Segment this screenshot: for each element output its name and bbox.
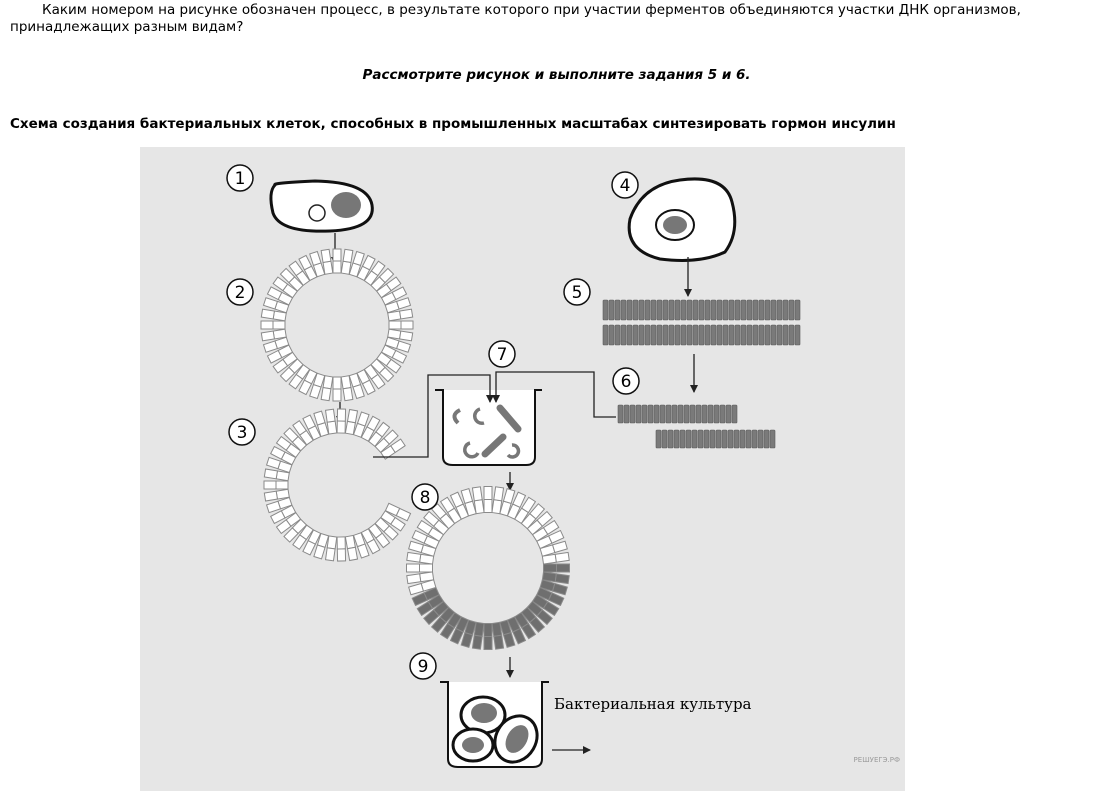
scheme-diagram: 1 2 3 4 5 6 7 8 9 Бактериальная культура… xyxy=(226,164,900,768)
recombinant-plasmid xyxy=(406,486,570,650)
label-6: 6 xyxy=(612,367,640,395)
culture-label: Бактериальная культура xyxy=(554,695,752,713)
label-2: 2 xyxy=(226,278,254,306)
cut-plasmid xyxy=(263,408,412,562)
svg-text:1: 1 xyxy=(235,169,246,189)
svg-text:9: 9 xyxy=(418,657,429,677)
svg-text:3: 3 xyxy=(237,423,248,443)
label-1: 1 xyxy=(226,164,254,192)
culture-beaker xyxy=(440,681,549,768)
svg-text:7: 7 xyxy=(497,345,508,365)
bacterium-cell xyxy=(269,179,374,233)
label-5: 5 xyxy=(563,278,591,306)
watermark: РЕШУЕГЭ.РФ xyxy=(854,756,900,764)
label-7: 7 xyxy=(488,340,516,368)
label-3: 3 xyxy=(228,418,256,446)
plasmid-ring xyxy=(260,248,414,402)
insulin-gene-fragment xyxy=(617,404,776,449)
insulin-scheme-figure: 1 2 3 4 5 6 7 8 9 Бактериальная культура… xyxy=(140,147,905,791)
label-9: 9 xyxy=(409,652,437,680)
human-dna-strands xyxy=(602,299,801,346)
label-4: 4 xyxy=(611,171,639,199)
svg-text:4: 4 xyxy=(620,176,631,196)
question-body: Каким номером на рисунке обозначен проце… xyxy=(10,2,1021,35)
svg-text:5: 5 xyxy=(572,283,583,303)
task-instruction: Рассмотрите рисунок и выполните задания … xyxy=(362,67,751,83)
svg-text:2: 2 xyxy=(235,283,246,303)
label-8: 8 xyxy=(411,483,439,511)
question-text: Каким номером на рисунке обозначен проце… xyxy=(10,2,1090,36)
svg-text:8: 8 xyxy=(420,488,431,508)
svg-text:6: 6 xyxy=(621,372,632,392)
human-cell xyxy=(627,177,737,262)
figure-caption: Схема создания бактериальных клеток, спо… xyxy=(10,116,896,132)
mixing-beaker xyxy=(435,389,542,466)
